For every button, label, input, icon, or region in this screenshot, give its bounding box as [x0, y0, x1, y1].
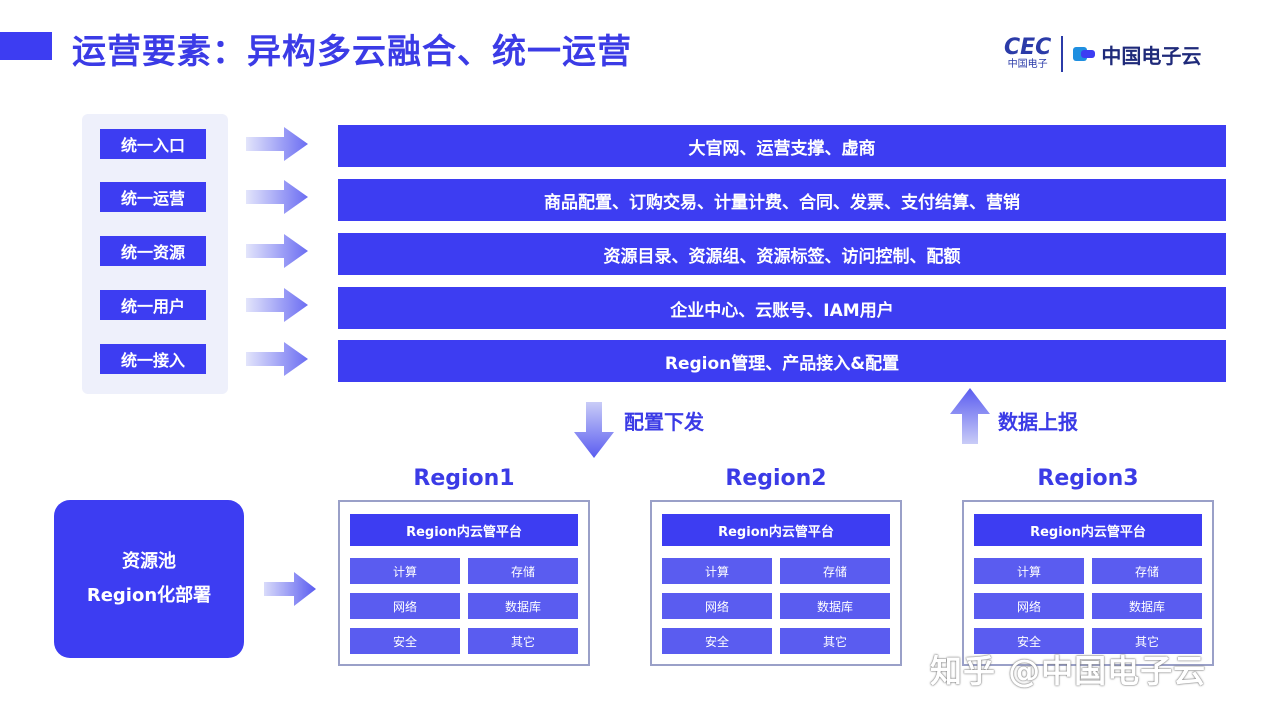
region-service-cell: 安全 [662, 628, 772, 654]
capability-band: 资源目录、资源组、资源标签、访问控制、配额 [338, 233, 1226, 275]
logo-divider [1061, 36, 1064, 72]
config-down-label: 配置下发 [624, 410, 704, 434]
region-service-cell: 计算 [662, 558, 772, 584]
left-tag: 统一运营 [100, 182, 206, 212]
cec-logo-subtext: 中国电子 [1007, 59, 1048, 70]
left-tag: 统一用户 [100, 290, 206, 320]
region-service-cell: 存储 [1092, 558, 1202, 584]
data-up-arrow-icon [950, 388, 990, 444]
region-box: Region内云管平台计算存储网络数据库安全其它 [962, 500, 1214, 666]
region-service-cell: 安全 [974, 628, 1084, 654]
brand-logo: CEC 中国电子 中国电子云 [1004, 32, 1201, 76]
page-title: 运营要素：异构多云融合、统一运营 [72, 32, 632, 72]
region-service-cell: 其它 [780, 628, 890, 654]
left-tag: 统一资源 [100, 236, 206, 266]
capability-band: 大官网、运营支撑、虚商 [338, 125, 1226, 167]
right-arrow-icon [246, 180, 308, 214]
data-up-label: 数据上报 [998, 410, 1078, 434]
region-service-cell: 网络 [974, 593, 1084, 619]
region-title: Region1 [413, 466, 515, 491]
region-box: Region内云管平台计算存储网络数据库安全其它 [338, 500, 590, 666]
region-title: Region2 [725, 466, 827, 491]
config-down-arrow-icon [574, 402, 614, 458]
capability-band: 企业中心、云账号、IAM用户 [338, 287, 1226, 329]
right-arrow-icon [246, 234, 308, 268]
region-service-cell: 计算 [350, 558, 460, 584]
region-box: Region内云管平台计算存储网络数据库安全其它 [650, 500, 902, 666]
cloud-brand-icon [1073, 45, 1096, 63]
region-deploy-label: Region化部署 [86, 585, 212, 606]
right-arrow-icon [246, 288, 308, 322]
watermark: 知乎 @中国电子云 [930, 652, 1207, 690]
region-service-cell: 存储 [780, 558, 890, 584]
capability-band: 商品配置、订购交易、计量计费、合同、发票、支付结算、营销 [338, 179, 1226, 221]
region-service-cell: 网络 [662, 593, 772, 619]
left-tag: 统一入口 [100, 129, 206, 159]
region-service-cell: 数据库 [780, 593, 890, 619]
region-cloud-platform: Region内云管平台 [662, 514, 890, 546]
region-cloud-platform: Region内云管平台 [350, 514, 578, 546]
right-arrow-icon [246, 342, 308, 376]
region-service-cell: 其它 [468, 628, 578, 654]
resource-pool-label: 资源池 [122, 551, 176, 572]
region-service-cell: 安全 [350, 628, 460, 654]
region-service-cell: 存储 [468, 558, 578, 584]
region-service-cell: 数据库 [1092, 593, 1202, 619]
region-service-cell: 其它 [1092, 628, 1202, 654]
region-title: Region3 [1037, 466, 1139, 491]
region-service-cell: 数据库 [468, 593, 578, 619]
region-service-cell: 网络 [350, 593, 460, 619]
region-cloud-platform: Region内云管平台 [974, 514, 1202, 546]
cec-logo: CEC 中国电子 [1004, 37, 1051, 71]
title-accent-bar [0, 32, 52, 60]
capability-band: Region管理、产品接入&配置 [338, 340, 1226, 382]
region-service-cell: 计算 [974, 558, 1084, 584]
right-arrow-icon [246, 127, 308, 161]
resource-pool-box: 资源池 Region化部署 [54, 500, 244, 658]
pool-arrow-icon [264, 572, 316, 606]
left-tag: 统一接入 [100, 344, 206, 374]
cec-logo-text: CEC [1004, 35, 1052, 60]
brand-name: 中国电子云 [1101, 43, 1202, 68]
